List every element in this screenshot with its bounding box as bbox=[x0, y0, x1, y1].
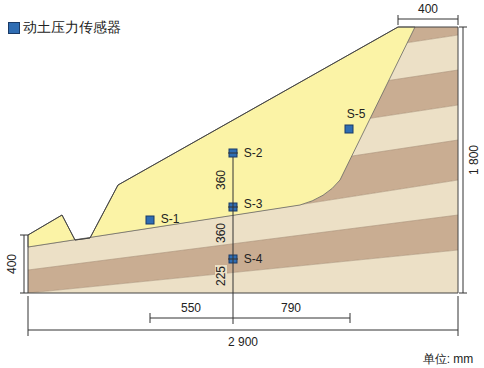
sensor-label: S-1 bbox=[160, 213, 181, 225]
dimension-value: 550 bbox=[180, 302, 202, 314]
dimension-value: 360 bbox=[215, 169, 227, 191]
dimension-value: 400 bbox=[6, 253, 18, 275]
legend-swatch bbox=[8, 22, 20, 34]
sensor-label: S-5 bbox=[346, 108, 367, 120]
dimension-value: 225 bbox=[215, 265, 227, 287]
sensor-symbol bbox=[146, 125, 353, 263]
legend-text: 动土压力传感器 bbox=[23, 20, 121, 34]
dimension-lines bbox=[20, 15, 467, 336]
dimension-value: 790 bbox=[280, 302, 302, 314]
model-outline bbox=[28, 27, 458, 293]
dimension-value: 2 900 bbox=[227, 336, 259, 348]
fill-zone bbox=[28, 27, 415, 247]
soil-layers bbox=[28, 0, 458, 293]
dimension-value: 360 bbox=[215, 222, 227, 244]
sensor-label: S-4 bbox=[243, 253, 264, 265]
sensor-label: S-3 bbox=[243, 198, 264, 210]
sensor-label: S-2 bbox=[243, 147, 264, 159]
unit-note: 单位: mm bbox=[422, 353, 475, 365]
dimension-value: 1 800 bbox=[468, 144, 480, 176]
dimension-value: 400 bbox=[417, 3, 439, 15]
